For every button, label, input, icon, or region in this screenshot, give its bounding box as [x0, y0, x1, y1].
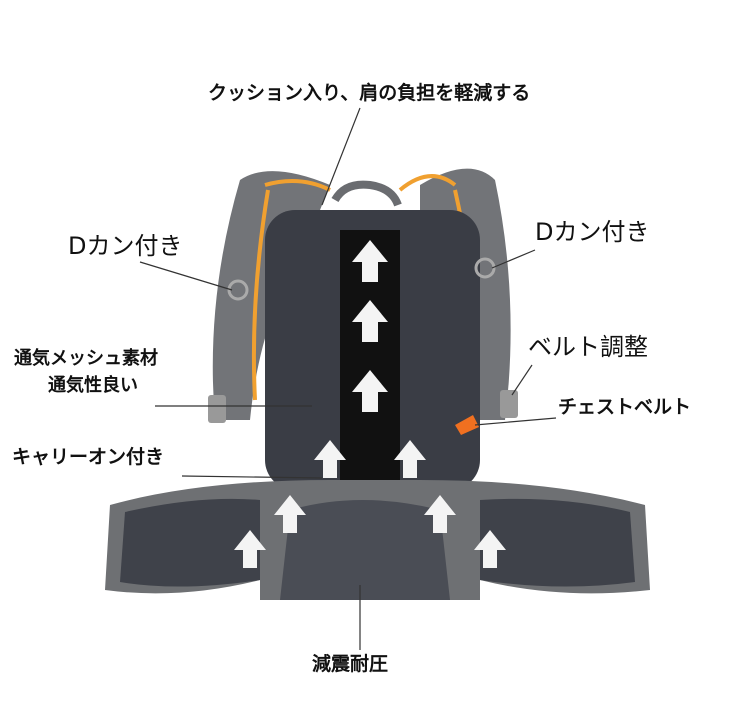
belt-buckle-left: [208, 395, 226, 423]
lumbar-pad: [280, 500, 450, 600]
mesh-material-label: 通気メッシュ素材: [14, 348, 158, 369]
cushion-label: クッション入り、肩の負担を軽減する: [208, 82, 531, 104]
carry-on-label: キャリーオン付き: [12, 446, 165, 468]
belt-buckle-right: [500, 390, 518, 418]
chest-belt-label: チェストベルト: [558, 396, 692, 418]
chest-whistle: [455, 415, 479, 435]
d-ring-left: [227, 279, 249, 301]
d-ring-right: [474, 257, 496, 279]
top-handle: [331, 180, 402, 207]
d-ring-left-label: Dカン付き: [68, 232, 183, 260]
leader-lines: [139, 107, 557, 650]
shock-absorb-label: 減震耐圧: [312, 653, 389, 675]
belt-adjust-label: ベルト調整: [528, 333, 648, 361]
airflow-arrows: [234, 240, 506, 568]
breathable-label: 通気性良い: [48, 375, 138, 396]
d-ring-right-label: Dカン付き: [535, 218, 650, 246]
